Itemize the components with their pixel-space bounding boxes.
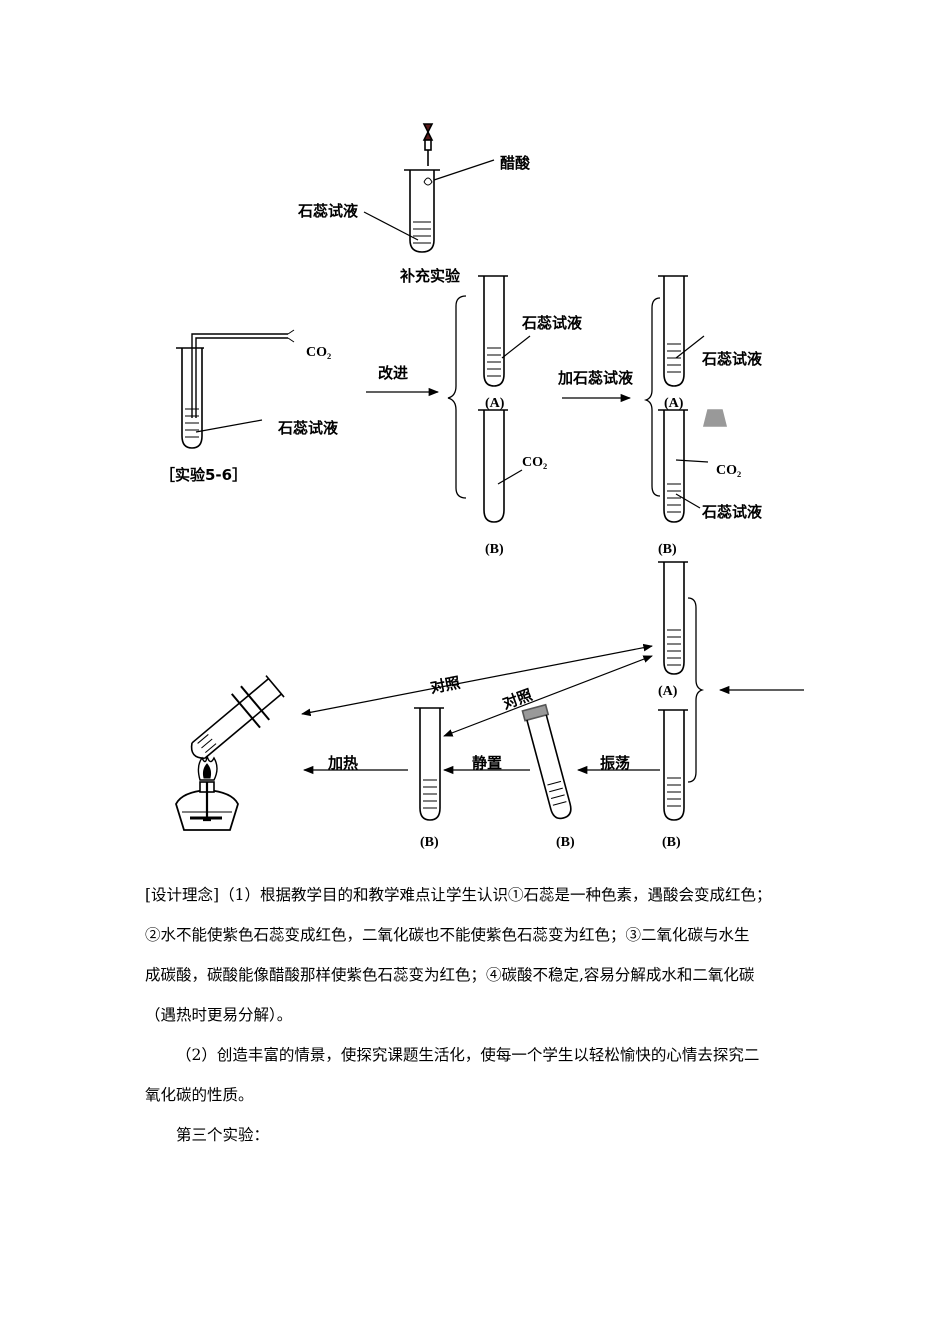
label-a-bottom: (A): [658, 684, 678, 699]
label-co2-left: CO₂: [306, 345, 331, 360]
label-co2-right: CO₂: [716, 463, 741, 478]
label-b-2: (B): [556, 835, 575, 850]
paragraph-1-line-1: [设计理念]（1）根据教学目的和教学难点让学生认识①石蕊是一种色素，遇酸会变成红…: [145, 886, 772, 904]
label-b-1: (B): [420, 835, 439, 850]
label-a-right: (A): [664, 396, 684, 411]
tube-bottom-b-shaken: [658, 709, 688, 821]
label-acetic-acid: 醋酸: [500, 154, 531, 172]
tube-mid-b: [478, 409, 523, 523]
label-stand: 静置: [472, 754, 502, 772]
label-b-3: (B): [662, 835, 681, 850]
tube-right-b: [658, 409, 709, 523]
label-litmus-right-b: 石蕊试液: [701, 503, 763, 521]
label-co2-mid: CO₂: [522, 455, 547, 470]
label-b-mid: (B): [485, 542, 504, 557]
label-add-litmus: 加石蕊试液: [557, 369, 634, 387]
label-litmus-left: 石蕊试液: [277, 419, 339, 437]
label-litmus-top: 石蕊试液: [297, 202, 359, 220]
alcohol-lamp-heating: [175, 675, 285, 831]
dropper-tube-top: [363, 123, 495, 253]
paragraph-2-line-1: （2）创造丰富的情景，使探究课题生活化，使每一个学生以轻松愉快的心情去探究二: [176, 1046, 760, 1064]
label-shake: 振荡: [600, 754, 630, 772]
tube-right-a: [658, 275, 705, 387]
label-experiment-5-6: ［实验5-6］: [160, 466, 247, 484]
label-litmus-right-a: 石蕊试液: [701, 350, 763, 368]
tube-bottom-b-standing: [414, 707, 444, 821]
paragraph-3: 第三个实验：: [176, 1126, 270, 1144]
experiment-diagram: 醋酸 石蕊试液 补充实验 CO₂ 石蕊试液 ［实验5-6］ 改进 石蕊试液 (A…: [160, 123, 804, 850]
tube-mid-a: [478, 275, 531, 387]
paragraph-1-line-3: 成碳酸，碳酸能像醋酸那样使紫色石蕊变为红色；④碳酸不稳定,容易分解成水和二氧化碳: [145, 966, 755, 984]
label-supplementary: 补充实验: [399, 267, 461, 285]
label-heat: 加热: [327, 754, 358, 772]
paragraph-1-line-2: ②水不能使紫色石蕊变成红色，二氧化碳也不能使紫色石蕊变为红色；③二氧化碳与水生: [145, 926, 750, 944]
paragraph-1-line-4: （遇热时更易分解）。: [145, 1006, 293, 1024]
label-contrast-1: 对照: [429, 673, 462, 696]
tube-experiment-5-6: [176, 329, 295, 449]
label-improve: 改进: [378, 364, 408, 382]
label-b-right: (B): [658, 542, 677, 557]
label-a-mid: (A): [485, 396, 505, 411]
paragraph-2-line-2: 氧化碳的性质。: [145, 1086, 254, 1104]
tube-bottom-a: [658, 561, 688, 675]
label-litmus-mid: 石蕊试液: [521, 314, 583, 332]
tube-tilted-stoppered: [521, 703, 572, 820]
